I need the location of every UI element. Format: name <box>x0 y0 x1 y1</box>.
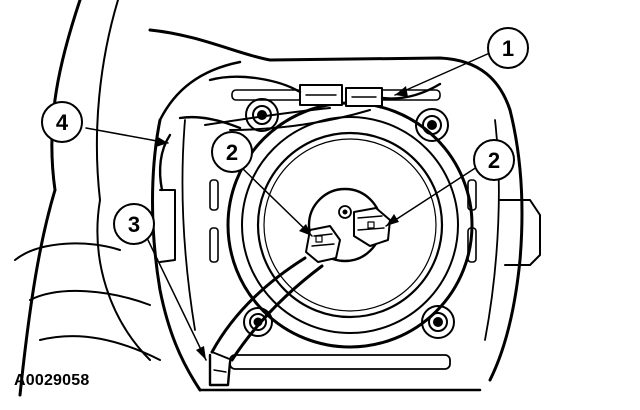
electrical-connector-left <box>305 225 341 263</box>
leader-lines <box>85 51 493 361</box>
callout-2b-label: 2 <box>488 148 500 173</box>
callout-4: 4 <box>41 101 83 143</box>
electrical-connector-right <box>353 207 391 247</box>
callout-1-label: 1 <box>502 36 514 61</box>
clockspring-assembly <box>226 101 474 349</box>
callout-2a: 2 <box>211 131 253 173</box>
callout-1: 1 <box>487 27 529 69</box>
steering-wheel-rim <box>14 0 161 397</box>
wiring-harness <box>208 256 324 387</box>
left-side-wire <box>158 115 242 192</box>
mounting-bolt-lower-left <box>243 307 273 337</box>
callout-2b: 2 <box>473 139 515 181</box>
callout-3-label: 3 <box>128 212 140 237</box>
top-wiring-connector <box>204 75 442 131</box>
callout-2a-label: 2 <box>226 140 238 165</box>
callout-4-label: 4 <box>56 110 69 135</box>
callout-3: 3 <box>113 203 155 245</box>
figure-reference-code: A0029058 <box>14 372 90 389</box>
